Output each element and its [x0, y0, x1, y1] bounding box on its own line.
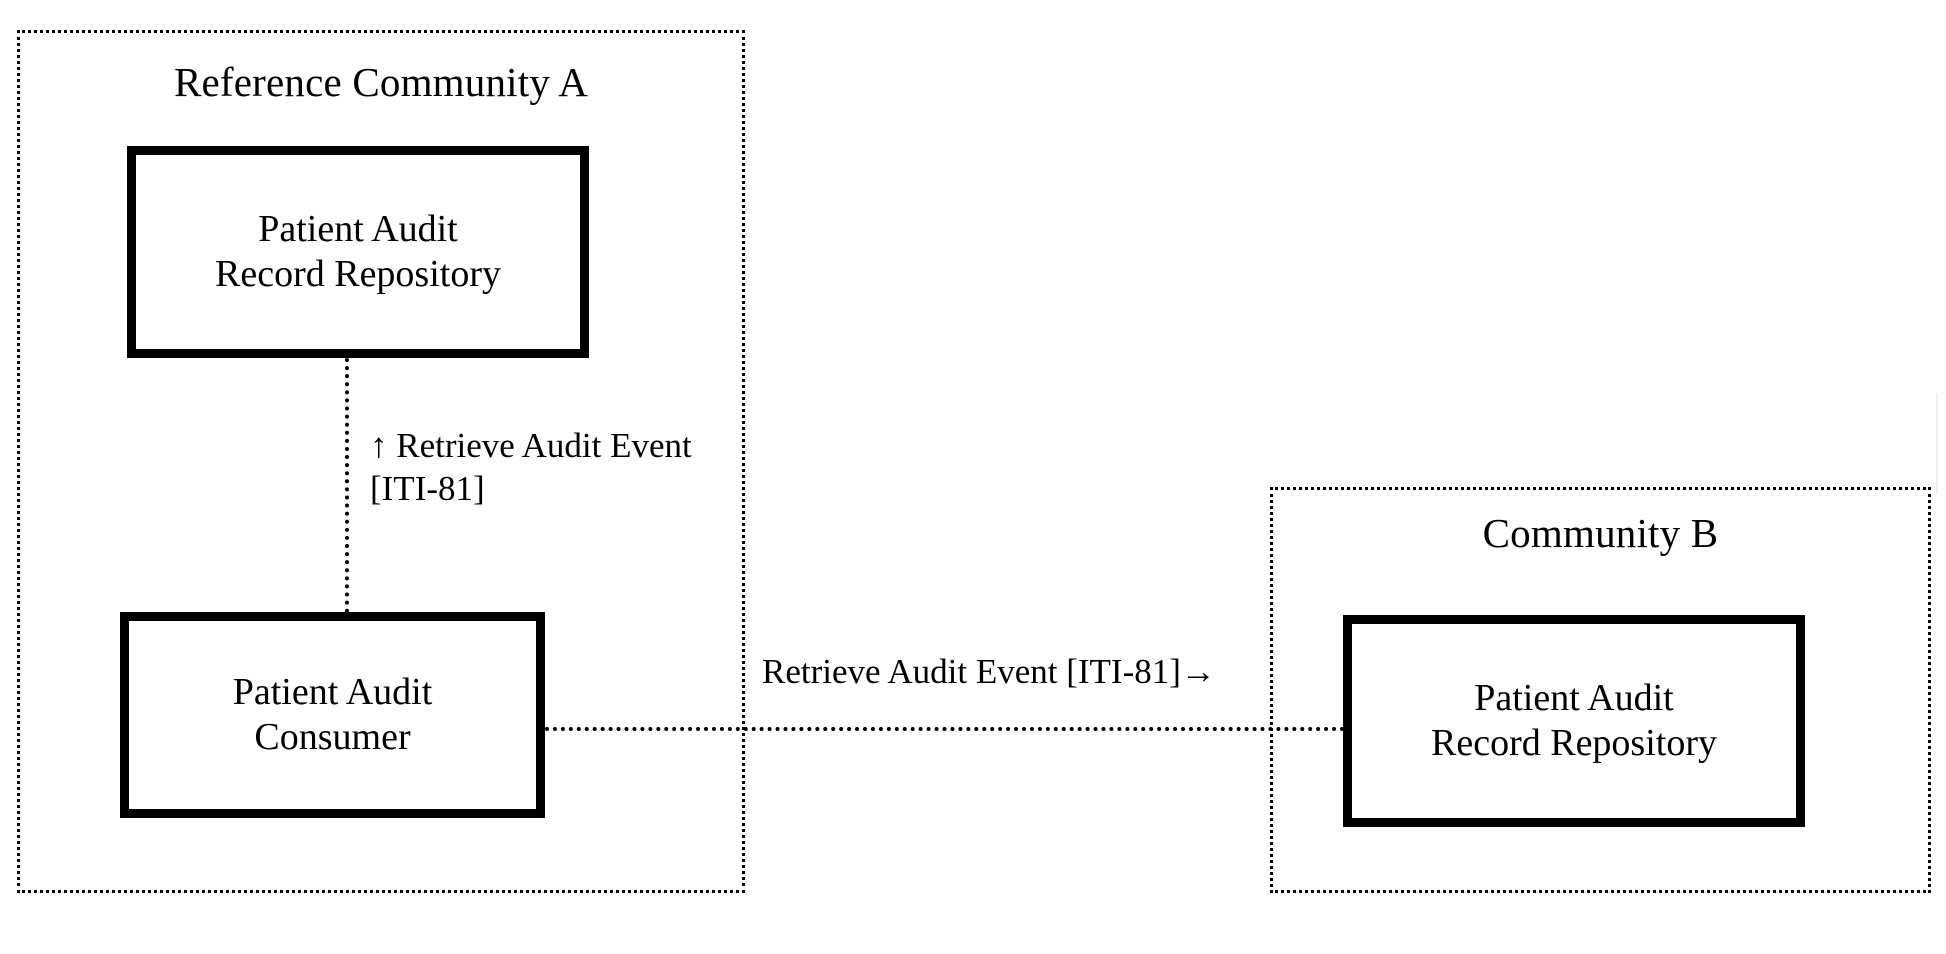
connector-retrieve-audit-event-cross-community[interactable] [545, 727, 1345, 731]
connector-retrieve-audit-event-internal[interactable] [345, 358, 349, 613]
actor-box-patient-audit-record-repository-a[interactable]: Patient Audit Record Repository [127, 146, 589, 358]
community-boundary-community-b: Community B [1270, 487, 1931, 893]
actor-box-patient-audit-consumer[interactable]: Patient Audit Consumer [120, 612, 545, 818]
actor-label-patient-audit-record-repository-a: Patient Audit Record Repository [214, 208, 501, 295]
actor-box-patient-audit-record-repository-b[interactable]: Patient Audit Record Repository [1343, 615, 1805, 827]
actor-label-patient-audit-consumer: Patient Audit Consumer [232, 671, 433, 758]
community-title-reference-community-a: Reference Community A [173, 59, 589, 105]
transaction-label-retrieve-audit-event-internal: ↑ Retrieve Audit Event [ITI-81] [370, 426, 692, 508]
community-title-community-b: Community B [1482, 510, 1719, 556]
community-boundary-reference-community-a: Reference Community A [17, 30, 745, 893]
actor-label-patient-audit-record-repository-b: Patient Audit Record Repository [1430, 677, 1717, 764]
edge-artifact-line [1936, 393, 1938, 493]
transaction-label-retrieve-audit-event-cross-community: Retrieve Audit Event [ITI-81]→ [762, 652, 1216, 691]
